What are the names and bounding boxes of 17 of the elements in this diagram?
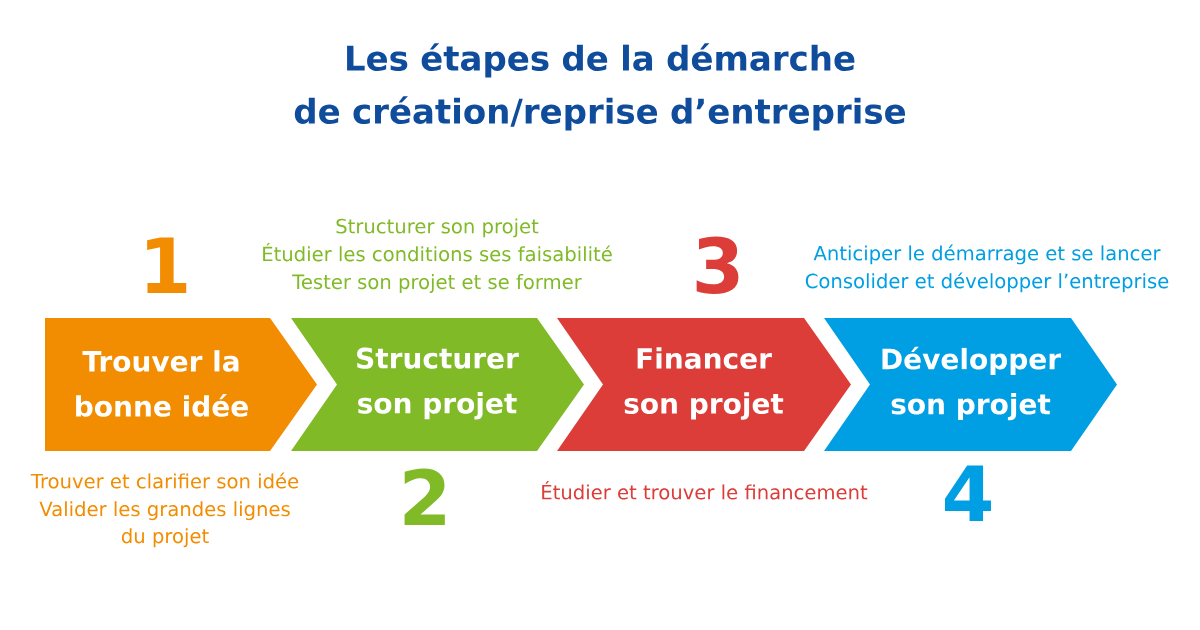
chevron-step: Financer son projet <box>557 318 851 451</box>
step-number: 2 <box>404 468 445 525</box>
title: Les étapes de la démarche de création/reprise d’entreprise <box>294 43 905 131</box>
chevron-step: Structurer son projet <box>291 318 584 451</box>
step-description: Structurer son projet <box>336 218 539 238</box>
step-description: Trouver et clarifier son idée <box>30 472 299 489</box>
step-number: 1 <box>147 237 187 293</box>
step-number: 4 <box>945 465 991 521</box>
step-description: Étudier et trouver le financement <box>542 481 868 500</box>
step-description: Tester son projet et se former <box>292 274 582 293</box>
step-description: Consolider et développer l’entreprise <box>805 272 1169 293</box>
step-description: Étudier les conditions ses faisabilité <box>263 242 612 262</box>
step-number: 3 <box>696 236 739 295</box>
chevron-step: Développer son projet <box>824 318 1117 451</box>
chevron-step: Trouver la bonne idée <box>45 318 317 451</box>
step-description: Valider les grandes lignes du projet <box>39 501 290 548</box>
step-description: Anticiper le démarrage et se lancer <box>813 244 1161 265</box>
